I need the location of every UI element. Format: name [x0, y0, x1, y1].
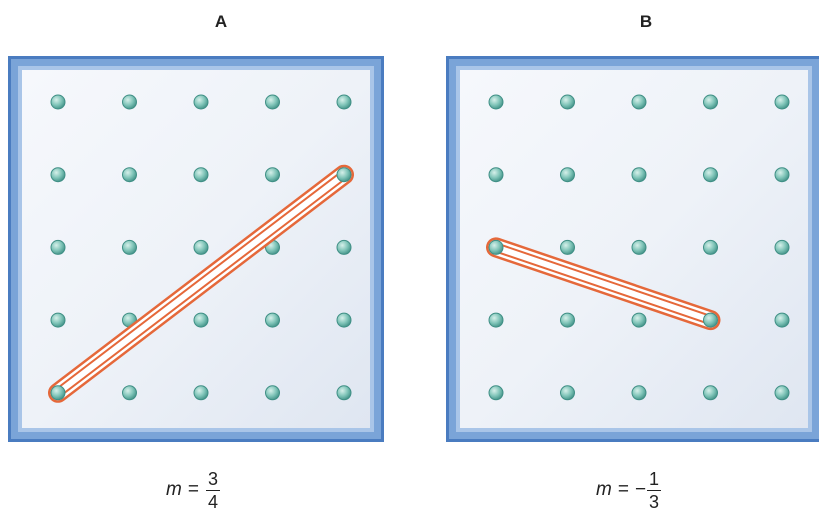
peg: [193, 167, 209, 183]
peg: [50, 94, 66, 110]
geoboard-b-graphic: [446, 56, 819, 442]
peg: [122, 239, 137, 255]
peg: [774, 167, 790, 183]
geoboard-a-graphic: [8, 56, 384, 442]
peg: [265, 385, 280, 401]
peg: [122, 385, 137, 401]
peg: [703, 239, 718, 255]
peg: [703, 94, 718, 110]
peg: [774, 385, 790, 401]
slope-caption-b: m = − 1 3: [596, 468, 662, 512]
peg: [193, 239, 209, 255]
peg: [265, 167, 280, 183]
peg: [336, 239, 352, 255]
peg: [560, 239, 575, 255]
anchor-peg: [50, 385, 66, 401]
peg: [488, 94, 504, 110]
peg: [560, 312, 575, 328]
slope-sign: −: [634, 479, 647, 500]
peg: [488, 312, 504, 328]
slope-fraction: 1 3: [647, 468, 662, 512]
slope-variable: m: [596, 479, 612, 500]
peg: [50, 167, 66, 183]
slope-variable: m: [166, 479, 182, 500]
peg: [193, 385, 209, 401]
peg: [560, 167, 575, 183]
geoboard-b: [446, 56, 819, 442]
peg: [50, 312, 66, 328]
peg: [774, 239, 790, 255]
anchor-peg: [488, 239, 504, 255]
peg: [631, 385, 647, 401]
slope-denominator: 3: [649, 491, 660, 512]
peg: [193, 94, 209, 110]
rubber-band: [486, 237, 721, 331]
peg: [193, 312, 209, 328]
slope-numerator: 3: [205, 468, 220, 491]
anchor-peg: [703, 312, 718, 328]
slope-numerator: 1: [647, 468, 662, 491]
peg: [631, 239, 647, 255]
peg: [336, 94, 352, 110]
slope-caption-a: m = 3 4: [166, 468, 220, 512]
peg: [122, 167, 137, 183]
peg: [631, 312, 647, 328]
peg: [488, 385, 504, 401]
peg: [265, 94, 280, 110]
peg: [560, 94, 575, 110]
peg: [774, 94, 790, 110]
peg: [631, 167, 647, 183]
peg: [488, 167, 504, 183]
anchor-peg: [336, 167, 352, 183]
geoboard-a: [8, 56, 384, 442]
peg: [560, 385, 575, 401]
panel-b-title: B: [639, 12, 653, 31]
peg: [336, 312, 352, 328]
equals-sign: =: [617, 479, 629, 500]
slope-fraction: 3 4: [205, 468, 220, 512]
panel-a-title: A: [214, 12, 228, 31]
peg: [703, 385, 718, 401]
equals-sign: =: [187, 479, 199, 500]
rubber-band: [48, 164, 354, 403]
peg: [631, 94, 647, 110]
peg: [774, 312, 790, 328]
peg: [265, 312, 280, 328]
peg: [703, 167, 718, 183]
peg: [336, 385, 352, 401]
slope-denominator: 4: [207, 491, 218, 512]
peg: [50, 239, 66, 255]
peg: [122, 94, 137, 110]
